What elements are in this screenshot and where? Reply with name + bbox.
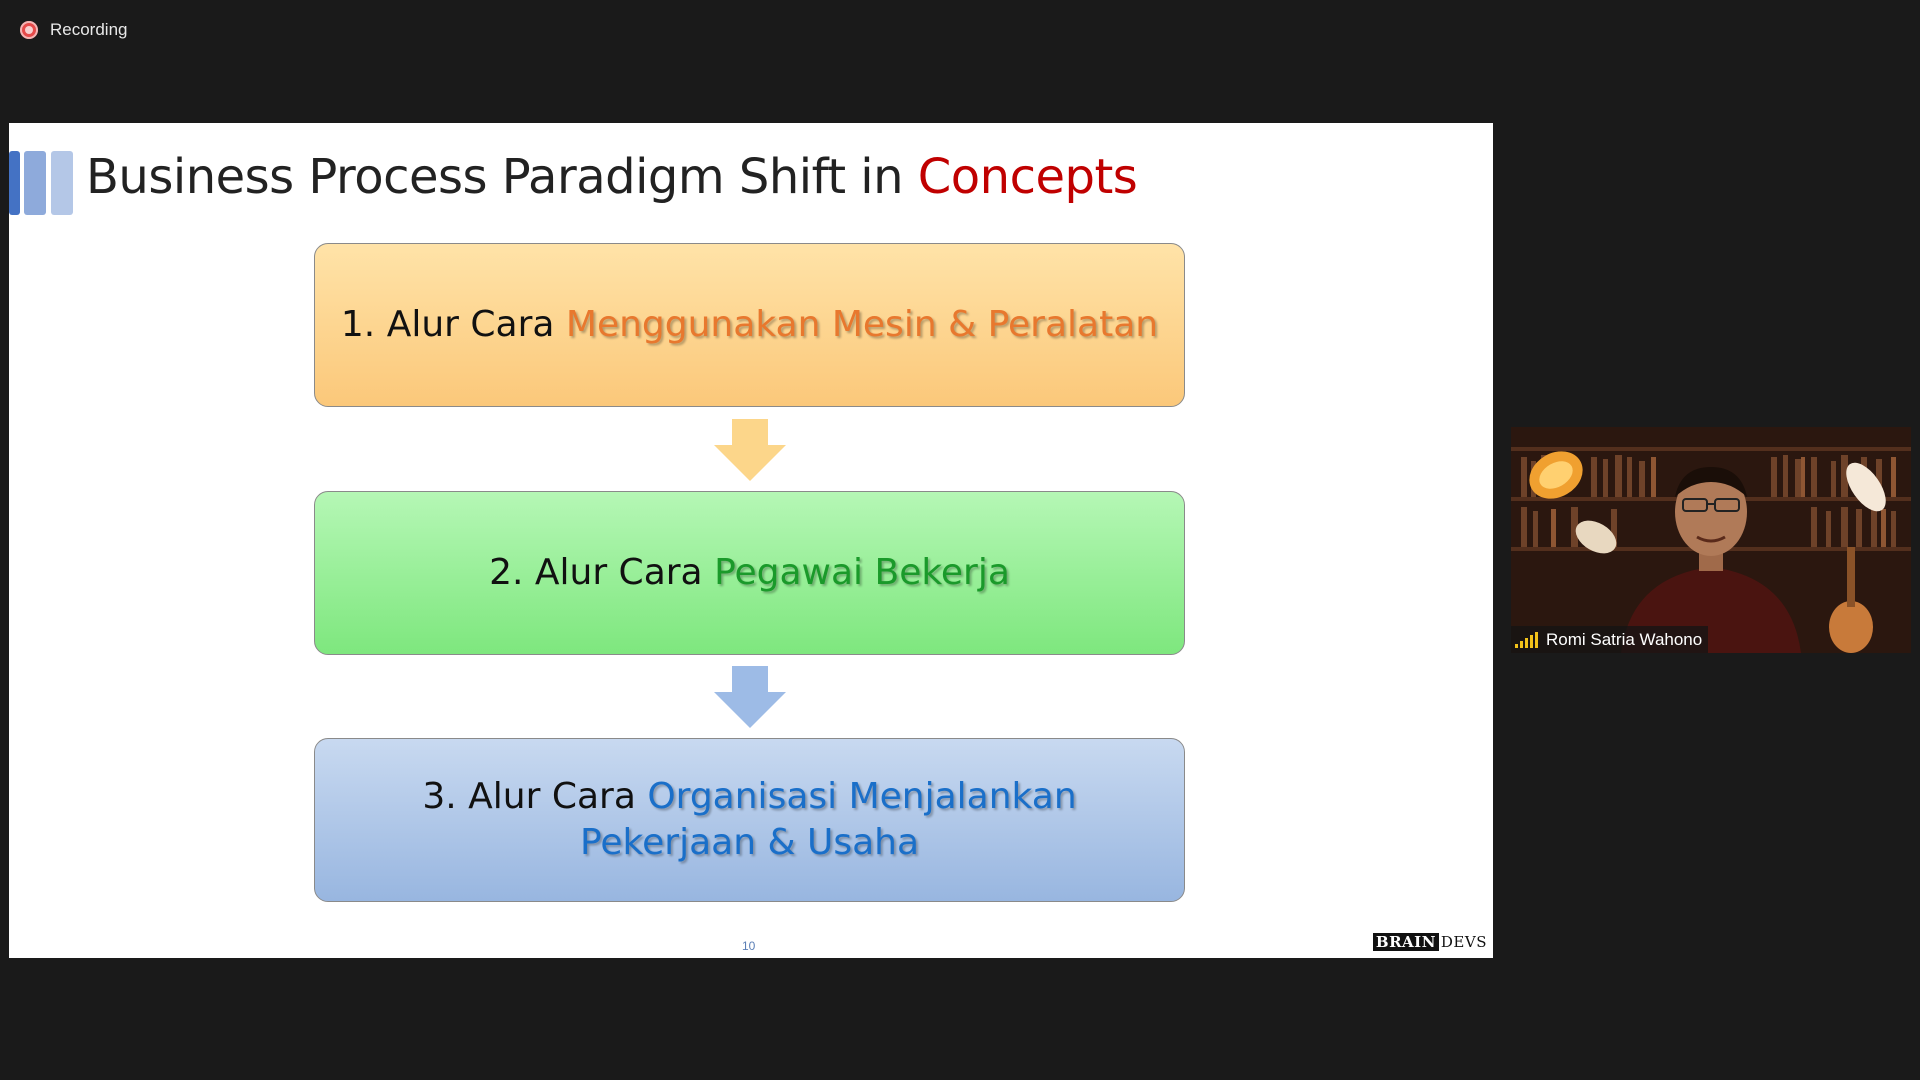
slide-title: Business Process Paradigm Shift in Conce… [86, 149, 1138, 205]
slide-title-accent: Concepts [917, 149, 1138, 205]
slide-page-number: 10 [742, 939, 756, 953]
box-highlight: Organisasi Menjalankan Pekerjaan & Usaha [579, 776, 1077, 863]
participant-name-tag: Romi Satria Wahono [1511, 626, 1709, 653]
shared-slide: Business Process Paradigm Shift in Conce… [9, 123, 1493, 958]
recording-label: Recording [50, 20, 128, 39]
box-prefix: 2. Alur Cara [489, 552, 715, 593]
participant-video-tile[interactable]: Romi Satria Wahono [1511, 427, 1911, 653]
process-box-1: 1. Alur Cara Menggunakan Mesin & Peralat… [314, 243, 1185, 407]
participant-video-feed [1511, 427, 1911, 653]
signal-strength-icon [1515, 631, 1538, 648]
record-icon [20, 21, 38, 39]
box-prefix: 1. Alur Cara [340, 304, 566, 345]
recording-indicator[interactable]: Recording [20, 20, 128, 40]
participant-name: Romi Satria Wahono [1546, 629, 1703, 649]
logo-part-2: DEVS [1440, 933, 1487, 951]
logo-part-1: BRAIN [1372, 933, 1439, 951]
down-arrow-icon [714, 666, 786, 728]
down-arrow-icon [714, 419, 786, 481]
title-decoration [9, 151, 75, 215]
process-box-3: 3. Alur Cara Organisasi Menjalankan Peke… [314, 738, 1185, 902]
box-highlight: Menggunakan Mesin & Peralatan [565, 304, 1159, 345]
process-box-2: 2. Alur Cara Pegawai Bekerja [314, 491, 1185, 655]
box-highlight: Pegawai Bekerja [714, 552, 1010, 593]
slide-title-main: Business Process Paradigm Shift in [86, 149, 918, 205]
box-prefix: 3. Alur Cara [422, 776, 648, 817]
